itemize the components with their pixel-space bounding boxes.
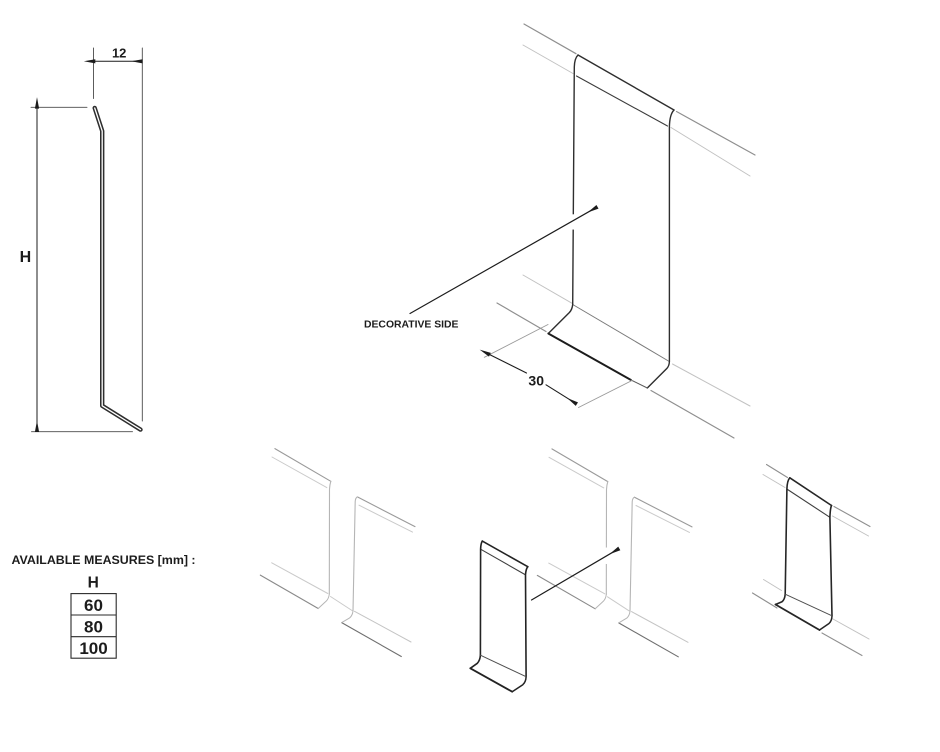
svg-text:80: 80 (84, 618, 103, 637)
svg-text:12: 12 (112, 46, 126, 61)
svg-text:AVAILABLE MEASURES [mm] :: AVAILABLE MEASURES [mm] : (12, 553, 196, 567)
svg-text:H: H (20, 249, 32, 266)
svg-text:60: 60 (84, 596, 103, 615)
svg-text:DECORATIVE SIDE: DECORATIVE SIDE (364, 320, 459, 331)
svg-text:100: 100 (79, 639, 107, 658)
svg-text:30: 30 (528, 373, 544, 389)
svg-text:H: H (88, 574, 99, 591)
